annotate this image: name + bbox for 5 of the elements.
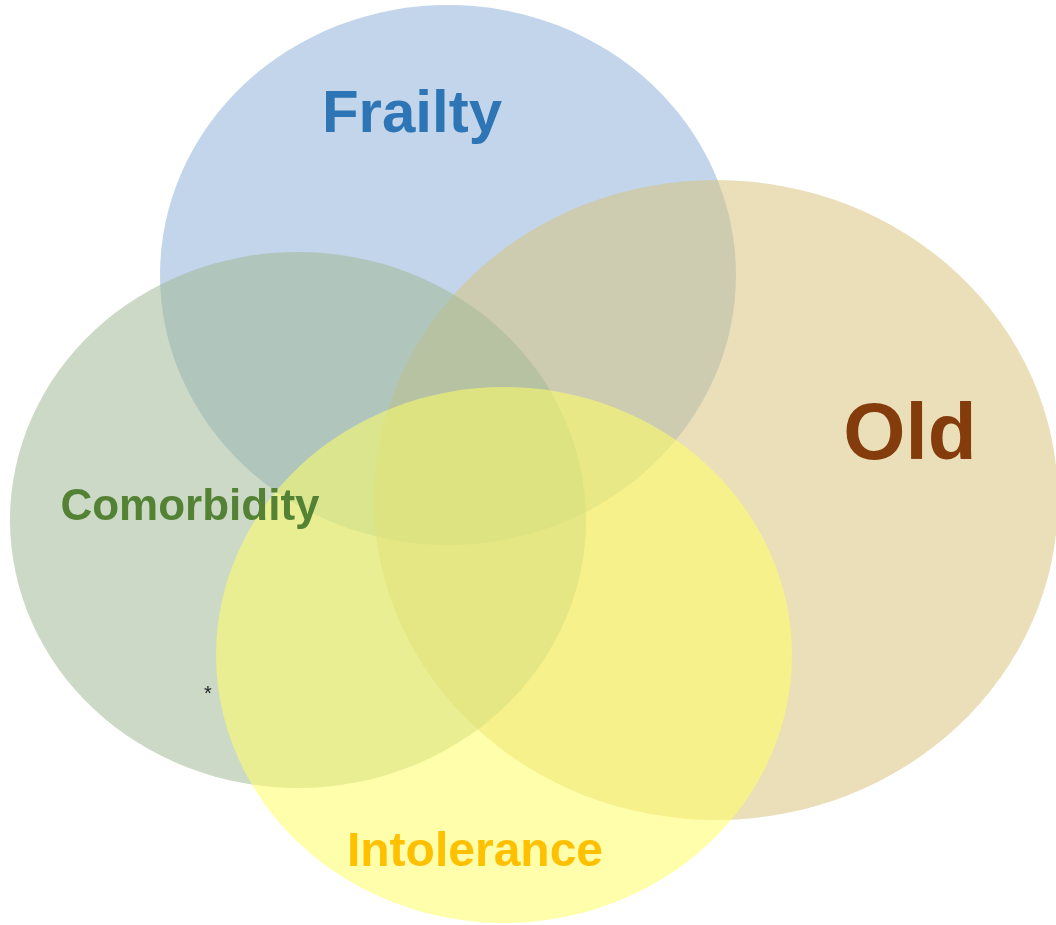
footnote-mark: * bbox=[204, 683, 212, 703]
set-label: Comorbidity bbox=[60, 483, 320, 527]
set-label: Intolerance bbox=[346, 826, 604, 874]
set-label: Old bbox=[843, 392, 977, 472]
set-label: Frailty bbox=[321, 82, 503, 142]
